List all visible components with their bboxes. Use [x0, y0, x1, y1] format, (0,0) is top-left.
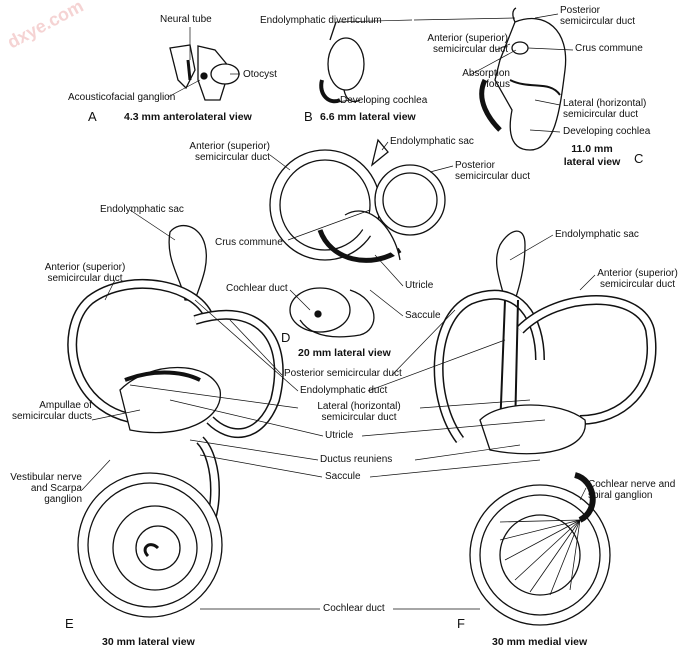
caption-d: 20 mm lateral view: [298, 347, 391, 359]
label-crus-commune-d: Crus commune: [215, 237, 283, 248]
label-endolymphatic-sac-d: Endolymphatic sac: [390, 136, 474, 147]
panel-f-drawing: [433, 230, 657, 626]
caption-c: 11.0 mm lateral view: [563, 143, 621, 168]
panel-letter-d: D: [281, 330, 291, 345]
label-utricle: Utricle: [325, 430, 354, 441]
panel-letter-b: B: [304, 109, 313, 124]
label-posterior-semicircular-duct-d: Posterior semicircular duct: [455, 160, 531, 182]
panel-a-drawing: [169, 44, 240, 101]
label-endolymphatic-sac-f: Endolymphatic sac: [555, 229, 639, 240]
label-saccule-d: Saccule: [405, 310, 441, 321]
label-lateral-semicircular-duct-c: Lateral (horizontal) semicircular duct: [563, 98, 647, 120]
label-posterior-semicircular-duct: Posterior semicircular duct: [284, 368, 402, 379]
label-developing-cochlea-c: Developing cochlea: [563, 126, 651, 137]
caption-b: 6.6 mm lateral view: [320, 111, 416, 123]
label-cochlear-nerve: Cochlear nerve and spiral ganglion: [588, 479, 676, 501]
label-utricle-d: Utricle: [405, 280, 434, 291]
label-ampullae: Ampullae of semicircular ducts: [11, 400, 92, 422]
panel-d-drawing: [269, 138, 446, 338]
label-otocyst: Otocyst: [243, 69, 277, 80]
label-anterior-semicircular-duct-c: Anterior (superior) semicircular duct: [427, 33, 508, 55]
label-neural-tube: Neural tube: [160, 14, 212, 25]
panel-letter-c: C: [634, 151, 644, 166]
label-posterior-semicircular-duct-c: Posterior semicircular duct: [560, 5, 636, 27]
panel-e-drawing: [67, 224, 284, 618]
panel-letter-f: F: [457, 616, 465, 631]
label-vestibular-nerve: Vestibular nerve and Scarpa ganglion: [10, 472, 82, 505]
label-developing-cochlea-b: Developing cochlea: [340, 95, 428, 106]
panel-letter-e: E: [65, 616, 74, 631]
label-endolymphatic-duct: Endolymphatic duct: [300, 385, 388, 396]
leader-lines: [81, 13, 596, 610]
label-lateral-semicircular-duct: Lateral (horizontal) semicircular duct: [317, 401, 401, 423]
label-crus-commune-c: Crus commune: [575, 43, 643, 54]
label-anterior-semicircular-duct-d: Anterior (superior) semicircular duct: [189, 141, 270, 163]
label-ductus-reuniens: Ductus reuniens: [320, 454, 393, 465]
caption-f: 30 mm medial view: [492, 636, 588, 648]
label-absorption-focus: Absorption focus: [462, 68, 510, 90]
panel-letter-a: A: [88, 109, 97, 124]
label-endolymphatic-sac-e: Endolymphatic sac: [100, 204, 184, 215]
label-cochlear-duct-d: Cochlear duct: [226, 283, 288, 294]
label-anterior-semicircular-duct-f: Anterior (superior) semicircular duct: [597, 268, 678, 290]
panel-c-drawing: [479, 7, 567, 151]
caption-e: 30 mm lateral view: [102, 636, 195, 648]
label-cochlear-duct: Cochlear duct: [323, 603, 385, 614]
label-endolymphatic-diverticulum: Endolymphatic diverticulum: [260, 15, 382, 26]
label-anterior-semicircular-duct-e: Anterior (superior) semicircular duct: [44, 262, 126, 284]
label-saccule: Saccule: [325, 471, 361, 482]
panel-b-drawing: [319, 21, 365, 104]
label-acousticofacial-ganglion: Acousticofacial ganglion: [68, 92, 176, 103]
caption-a: 4.3 mm anterolateral view: [124, 111, 252, 123]
